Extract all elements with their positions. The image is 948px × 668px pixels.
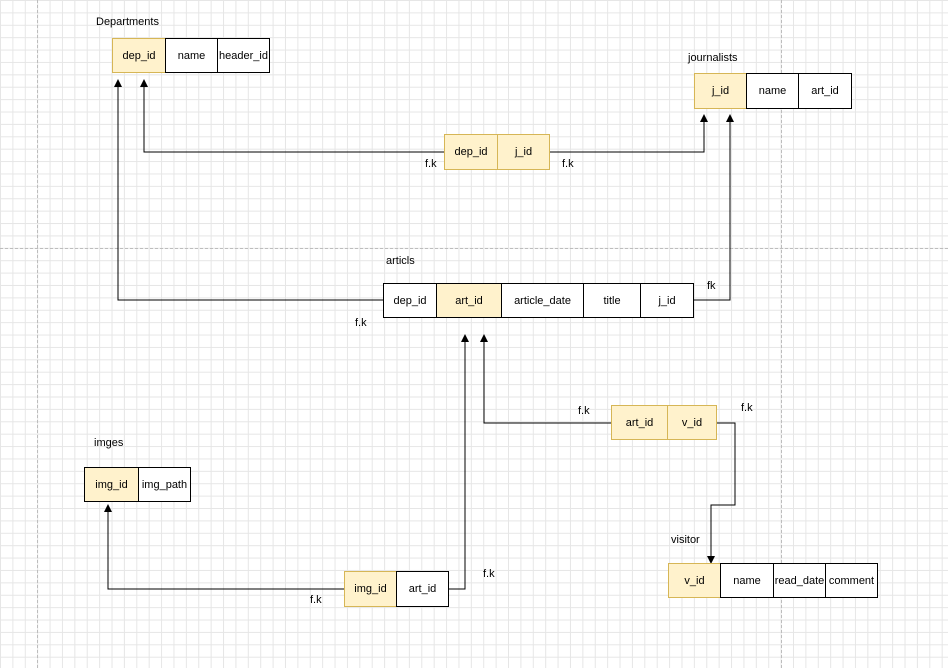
page-break-horizontal: [0, 248, 948, 249]
dep-j-j-id-cell[interactable]: j_id: [497, 134, 550, 170]
departments-header-id-cell[interactable]: header_id: [217, 38, 270, 73]
dep-j-dep-id-cell[interactable]: dep_id: [444, 134, 498, 170]
edge-img-art-to-articls[interactable]: [449, 334, 469, 590]
visitor-read-date-cell[interactable]: read_date: [773, 563, 826, 598]
edge-img-art-to-imges[interactable]: [104, 504, 344, 590]
journalists-name-cell[interactable]: name: [746, 73, 799, 109]
edge-dep-j-to-journalists[interactable]: [550, 114, 708, 153]
imges-title: imges: [94, 437, 124, 449]
articls-article-date-cell[interactable]: article_date: [501, 283, 584, 318]
departments-title: Departments: [96, 16, 159, 28]
art-v-art-id-cell[interactable]: art_id: [611, 405, 668, 440]
imges-img-id-cell[interactable]: img_id: [84, 467, 139, 502]
page-break-vertical: [781, 0, 782, 668]
edge-articls-to-journalists[interactable]: [694, 114, 734, 301]
departments-name-cell[interactable]: name: [165, 38, 218, 73]
articls-title-cell[interactable]: title: [583, 283, 641, 318]
fk-label: fk: [707, 280, 716, 292]
edge-art-v-to-articls[interactable]: [480, 334, 611, 424]
edge-dep-j-to-departments[interactable]: [140, 79, 444, 153]
fk-label: f.k: [355, 317, 367, 329]
fk-label: f.k: [310, 594, 322, 606]
articls-dep-id-cell[interactable]: dep_id: [383, 283, 437, 318]
departments-dep-id-cell[interactable]: dep_id: [112, 38, 166, 73]
articls-j-id-cell[interactable]: j_id: [640, 283, 694, 318]
imges-img-path-cell[interactable]: img_path: [138, 467, 191, 502]
img-art-art-id-cell[interactable]: art_id: [396, 571, 449, 607]
page-break-vertical: [37, 0, 38, 668]
articls-title: articls: [386, 255, 415, 267]
fk-label: f.k: [562, 158, 574, 170]
visitor-v-id-cell[interactable]: v_id: [668, 563, 721, 598]
art-v-v-id-cell[interactable]: v_id: [667, 405, 717, 440]
journalists-j-id-cell[interactable]: j_id: [694, 73, 747, 109]
fk-label: f.k: [578, 405, 590, 417]
journalists-art-id-cell[interactable]: art_id: [798, 73, 852, 109]
fk-label: f.k: [483, 568, 495, 580]
fk-label: f.k: [741, 402, 753, 414]
visitor-comment-cell[interactable]: comment: [825, 563, 878, 598]
articls-art-id-cell[interactable]: art_id: [436, 283, 502, 318]
fk-label: f.k: [425, 158, 437, 170]
edge-articls-to-departments[interactable]: [114, 79, 383, 301]
visitor-name-cell[interactable]: name: [720, 563, 774, 598]
journalists-title: journalists: [688, 52, 738, 64]
edge-art-v-to-visitor[interactable]: [707, 422, 736, 564]
visitor-title: visitor: [671, 534, 700, 546]
img-art-img-id-cell[interactable]: img_id: [344, 571, 397, 607]
